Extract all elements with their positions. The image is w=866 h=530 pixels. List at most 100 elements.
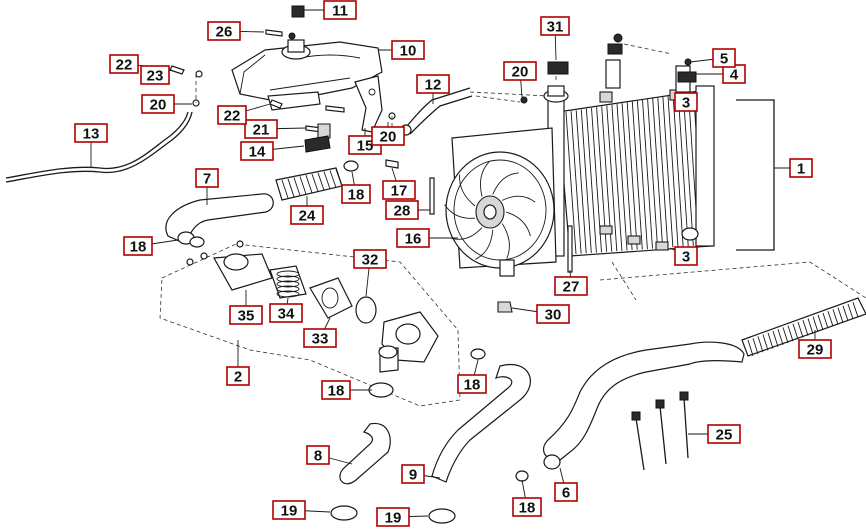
callout-number: 20 <box>380 129 397 146</box>
part-callout-4: 4 <box>722 64 746 84</box>
radiator <box>543 33 715 257</box>
callout-box <box>401 464 425 484</box>
part-callout-33: 33 <box>303 328 337 348</box>
callout-number: 4 <box>730 67 739 84</box>
hose-6 <box>515 341 745 482</box>
callout-box <box>391 40 425 60</box>
callout-number: 22 <box>224 108 241 125</box>
part-callout-22: 22 <box>109 54 139 74</box>
callout-number: 30 <box>545 307 562 324</box>
part-callout-11: 11 <box>323 0 357 20</box>
callout-number: 25 <box>716 427 733 444</box>
callout-box <box>290 205 324 225</box>
callout-box <box>140 65 170 85</box>
part-callout-19: 19 <box>376 507 410 527</box>
part-callout-18: 18 <box>457 374 487 394</box>
fan-hardware <box>429 96 573 313</box>
part-callout-22: 22 <box>217 105 247 125</box>
callout-box <box>789 158 813 178</box>
callout-box <box>371 126 405 146</box>
callout-number: 8 <box>314 448 322 465</box>
part-callout-24: 24 <box>290 205 324 225</box>
part-callout-20: 20 <box>141 94 175 114</box>
hose-9 <box>431 363 531 483</box>
callout-number: 18 <box>328 383 345 400</box>
part-callout-28: 28 <box>385 200 419 220</box>
part-callout-3: 3 <box>674 246 698 266</box>
callout-box <box>457 374 487 394</box>
part-callout-3: 3 <box>674 92 698 112</box>
callout-number: 23 <box>147 68 164 85</box>
callout-number: 18 <box>464 377 481 394</box>
callout-number: 19 <box>281 503 298 520</box>
part-callout-5: 5 <box>712 48 736 68</box>
callout-number: 13 <box>83 126 100 143</box>
callout-box <box>240 141 274 161</box>
callout-number: 7 <box>203 171 211 188</box>
callout-box <box>674 92 698 112</box>
part-callout-27: 27 <box>554 276 588 296</box>
part-callout-34: 34 <box>269 303 303 323</box>
callout-number: 2 <box>234 369 242 386</box>
part-callout-29: 29 <box>798 339 832 359</box>
callout-box <box>707 424 741 444</box>
hose-upper-left <box>165 193 274 248</box>
callout-box <box>503 61 537 81</box>
callout-number: 22 <box>116 57 133 74</box>
reservoir-tank <box>231 5 383 111</box>
callout-box <box>396 228 430 248</box>
callout-box <box>123 236 153 256</box>
thermostat-group-outline <box>159 243 461 407</box>
part-callout-32: 32 <box>353 249 387 269</box>
bolts-small <box>169 29 399 169</box>
callout-number: 24 <box>299 208 316 225</box>
callout-box <box>341 184 371 204</box>
callout-number: 12 <box>425 77 442 94</box>
callout-number: 5 <box>720 51 728 68</box>
part-callout-1: 1 <box>789 158 813 178</box>
callout-box <box>353 249 387 269</box>
callout-number: 18 <box>130 239 147 256</box>
callout-number: 18 <box>519 500 536 517</box>
part-callout-18: 18 <box>341 184 371 204</box>
callout-box <box>536 304 570 324</box>
hose-8 <box>339 382 394 485</box>
guide-lines <box>195 43 866 301</box>
callout-box <box>207 21 241 41</box>
callout-number: 1 <box>797 161 805 178</box>
thermostat-housing <box>186 240 486 373</box>
reservoir-to-radiator-hose <box>400 87 473 136</box>
part-callout-20: 20 <box>371 126 405 146</box>
callout-box <box>226 366 250 386</box>
callout-number: 19 <box>385 510 402 527</box>
cable-ties <box>631 391 689 471</box>
callout-box <box>303 328 337 348</box>
part-callout-35: 35 <box>229 305 263 325</box>
part-callout-19: 19 <box>272 500 306 520</box>
callout-number: 16 <box>405 231 422 248</box>
callout-number: 18 <box>348 187 365 204</box>
overflow-hose <box>5 111 193 183</box>
part-callout-21: 21 <box>244 119 278 139</box>
callout-number: 15 <box>357 138 374 155</box>
callout-number: 21 <box>253 122 270 139</box>
reservoir-bracket <box>354 75 383 133</box>
callout-box <box>323 0 357 20</box>
callout-box <box>141 94 175 114</box>
part-callout-8: 8 <box>306 445 330 465</box>
callout-box <box>712 48 736 68</box>
part-callout-13: 13 <box>74 123 108 143</box>
callout-box <box>74 123 108 143</box>
callout-number: 26 <box>216 24 233 41</box>
clamp-small <box>343 160 359 172</box>
corrugated-hose-short <box>275 167 343 201</box>
callout-box <box>217 105 247 125</box>
callout-number: 11 <box>332 3 348 20</box>
part-callout-12: 12 <box>416 74 450 94</box>
part-callout-18: 18 <box>321 380 351 400</box>
callout-number: 31 <box>547 19 564 36</box>
part-callout-17: 17 <box>382 180 416 200</box>
callout-number: 10 <box>400 43 417 60</box>
